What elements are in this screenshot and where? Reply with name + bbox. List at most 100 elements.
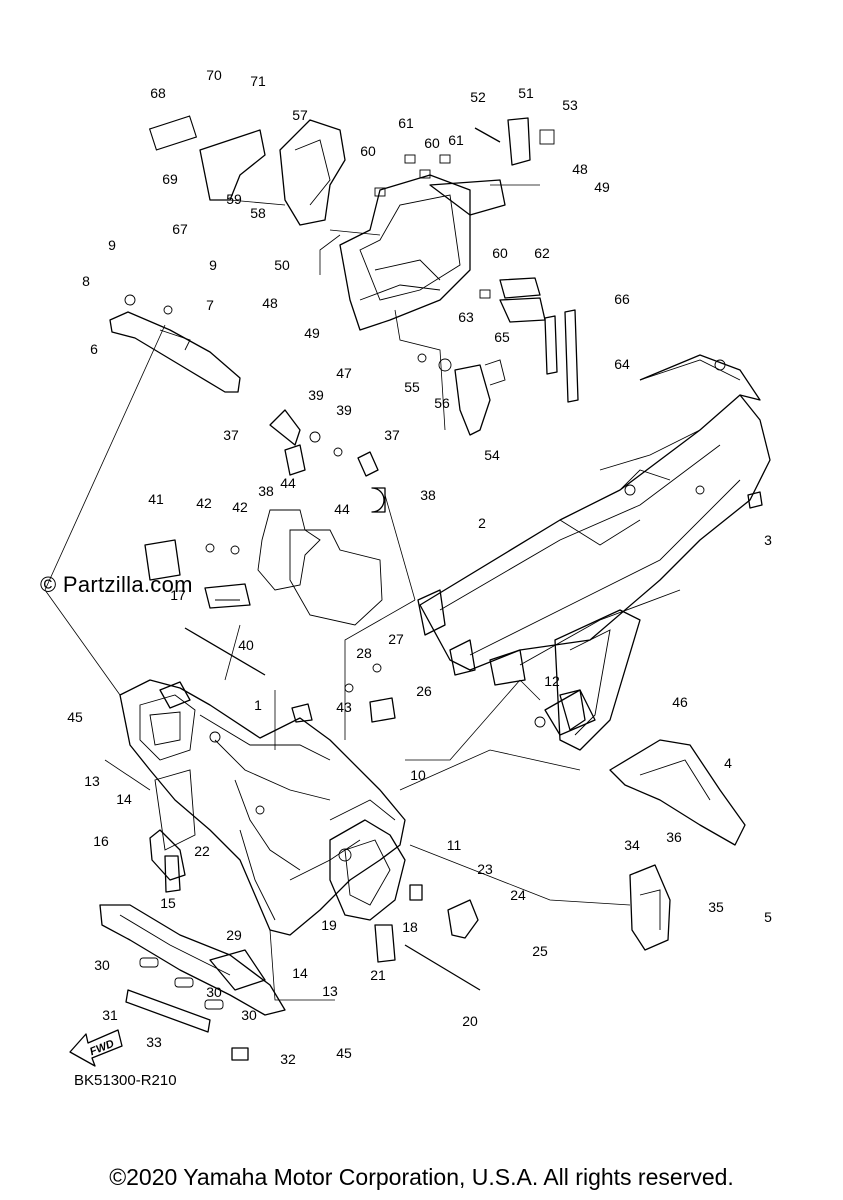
callout-63: 63 [458, 309, 474, 325]
callout-29: 29 [226, 927, 242, 943]
callout-44b: 44 [334, 501, 350, 517]
bracket-part-51 [507, 117, 531, 166]
callout-61a: 61 [398, 115, 414, 131]
callout-10: 10 [410, 767, 426, 783]
callout-19: 19 [321, 917, 337, 933]
callout-16: 16 [93, 833, 109, 849]
callout-51: 51 [518, 85, 534, 101]
callout-numbers: 1 2 3 4 5 6 7 8 9 9 10 11 12 13 13 14 14… [67, 67, 772, 1067]
battery-box-part-47 [339, 174, 506, 331]
plate-part-31 [125, 989, 211, 1033]
callout-69: 69 [162, 171, 178, 187]
stay-part-6 [109, 294, 241, 393]
plate-parts-62-63 [499, 277, 546, 323]
strip-parts-64-65 [544, 309, 579, 403]
callout-31: 31 [102, 1007, 118, 1023]
bracket-part-40 [204, 583, 251, 609]
bracket-part-54 [417, 353, 506, 436]
callout-24: 24 [510, 887, 526, 903]
callout-64: 64 [614, 356, 630, 372]
rubber-parts-60-61 [374, 154, 491, 299]
callout-20: 20 [462, 1013, 478, 1029]
bracket-part-67 [199, 129, 266, 201]
callout-41: 41 [148, 491, 164, 507]
callout-13b: 13 [322, 983, 338, 999]
callout-11: 11 [447, 837, 462, 853]
callout-54: 54 [484, 447, 500, 463]
guard-part-29 [99, 904, 286, 1016]
callout-46: 46 [672, 694, 688, 710]
callout-71: 71 [250, 73, 266, 89]
callout-7: 7 [206, 297, 214, 313]
callout-35: 35 [708, 899, 724, 915]
copyright-notice: ©2020 Yamaha Motor Corporation, U.S.A. A… [109, 1164, 734, 1190]
callout-53: 53 [562, 97, 578, 113]
callout-44a: 44 [280, 475, 296, 491]
callout-70: 70 [206, 67, 222, 83]
callout-13a: 13 [84, 773, 100, 789]
callout-18: 18 [402, 919, 418, 935]
fwd-arrow-icon: FWD [69, 1029, 123, 1067]
callout-28: 28 [356, 645, 372, 661]
callout-12: 12 [544, 673, 560, 689]
callout-60b: 60 [424, 135, 440, 151]
callout-39b: 39 [336, 402, 352, 418]
watermark: © Partzilla.com [40, 572, 193, 597]
callout-65: 65 [494, 329, 510, 345]
callout-27: 27 [388, 631, 404, 647]
rubber-parts-30 [139, 957, 224, 1010]
callout-47: 47 [336, 365, 352, 381]
callout-21: 21 [370, 967, 386, 983]
diagram-code: BK51300-R210 [74, 1072, 177, 1089]
leader-lines [44, 184, 631, 1001]
callout-59: 59 [226, 191, 242, 207]
callout-5: 5 [764, 909, 772, 925]
callout-23: 23 [477, 861, 493, 877]
callout-14b: 14 [292, 965, 308, 981]
callout-40: 40 [238, 637, 254, 653]
callout-34: 34 [624, 837, 640, 853]
callout-26: 26 [416, 683, 432, 699]
callout-30b: 30 [206, 984, 222, 1000]
callout-48b: 48 [262, 295, 278, 311]
bolt-part-20 [404, 944, 481, 991]
callout-22: 22 [194, 843, 210, 859]
fastener-part-52 [474, 127, 501, 143]
clip-part-53 [539, 129, 555, 145]
callout-9b: 9 [209, 257, 217, 273]
callout-9a: 9 [108, 237, 116, 253]
callout-8: 8 [82, 273, 90, 289]
bracket-parts-37-38 [269, 409, 386, 513]
callout-1: 1 [254, 697, 262, 713]
bracket-part-4 [534, 689, 746, 846]
callout-36: 36 [666, 829, 682, 845]
callout-43: 43 [336, 699, 352, 715]
callout-61b: 61 [448, 132, 464, 148]
callout-49a: 49 [594, 179, 610, 195]
callout-48a: 48 [572, 161, 588, 177]
callout-58: 58 [250, 205, 266, 221]
callout-45a: 45 [67, 709, 83, 725]
callout-30c: 30 [241, 1007, 257, 1023]
callout-33: 33 [146, 1034, 162, 1050]
callout-37a: 37 [223, 427, 239, 443]
callout-56: 56 [434, 395, 450, 411]
left-engine-bracket [149, 769, 196, 893]
callout-6: 6 [90, 341, 98, 357]
callout-38a: 38 [258, 483, 274, 499]
callout-32: 32 [280, 1051, 296, 1067]
bolt-part-17 [184, 627, 266, 676]
rear-frame-part-2 [417, 354, 771, 751]
cover-part-34 [629, 864, 671, 951]
callout-42a: 42 [196, 495, 212, 511]
callout-15: 15 [160, 895, 176, 911]
callout-60c: 60 [492, 245, 508, 261]
bracket-part-23 [447, 899, 479, 939]
callout-30a: 30 [94, 957, 110, 973]
callout-52: 52 [470, 89, 486, 105]
callout-50: 50 [274, 257, 290, 273]
callout-68: 68 [150, 85, 166, 101]
callout-42b: 42 [232, 499, 248, 515]
cover-parts-44 [257, 509, 383, 626]
callout-4: 4 [724, 755, 732, 771]
